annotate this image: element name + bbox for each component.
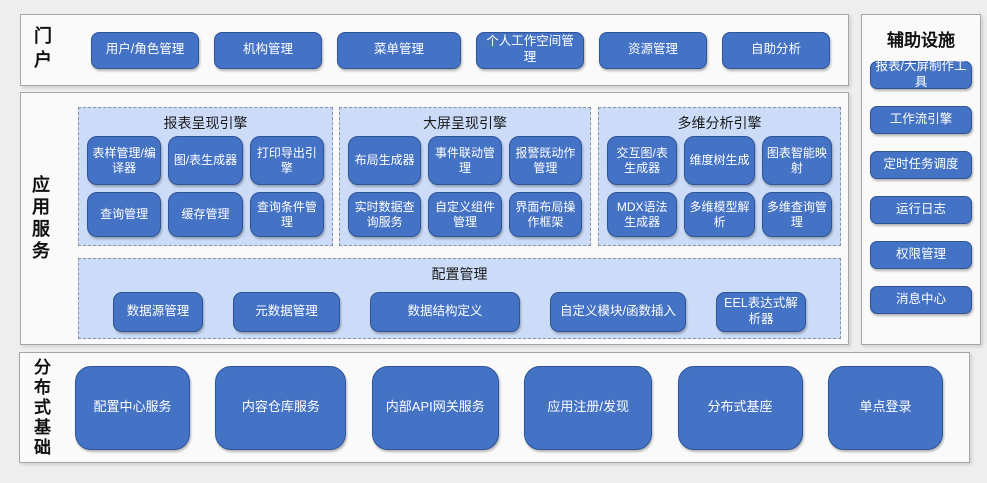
bigscreen-engine-title: 大屏呈现引擎: [423, 115, 507, 131]
portal-module-button[interactable]: 用户/角色管理: [91, 31, 199, 69]
engine-module-button[interactable]: 图表智能映射: [761, 136, 832, 185]
engine-module-button[interactable]: 界面布局操作框架: [508, 192, 582, 237]
portal-module-button[interactable]: 菜单管理: [337, 31, 461, 69]
config-management-panel: 配置管理 数据源管理元数据管理数据结构定义自定义模块/函数插入 EEL表达式解析器: [78, 258, 841, 339]
app-services-section: 应用服务 报表呈现引擎 表样管理/编译器图/表生成器打印导出引擎查询管理缓存管理…: [20, 92, 849, 345]
portal-module-button[interactable]: 机构管理: [214, 31, 322, 69]
engine-module-button[interactable]: 报警既动作管理: [508, 136, 582, 185]
portal-section-label: 门户: [32, 26, 52, 74]
report-engine-panel: 报表呈现引擎 表样管理/编译器图/表生成器打印导出引擎查询管理缓存管理查询条件管…: [78, 107, 333, 246]
report-engine-title: 报表呈现引擎: [163, 115, 248, 131]
app-services-section-label: 应用服务: [30, 174, 50, 263]
config-module-button[interactable]: 自定义模块/函数插入: [550, 292, 686, 332]
bigscreen-engine-panel: 大屏呈现引擎 布局生成器事件联动管理报警既动作管理实时数据查询服务自定义组件管理…: [339, 107, 591, 246]
foundation-module-button[interactable]: 分布式基座: [677, 365, 803, 450]
engine-module-button[interactable]: 表样管理/编译器: [87, 136, 162, 185]
portal-button-row: 用户/角色管理机构管理菜单管理个人工作空间管理资源管理自助分析: [91, 31, 830, 69]
config-management-title: 配置管理: [431, 266, 488, 282]
config-module-button[interactable]: 数据源管理: [113, 292, 203, 332]
aux-module-button[interactable]: 运行日志: [870, 196, 972, 224]
engine-module-button[interactable]: 缓存管理: [168, 192, 243, 237]
foundation-module-button[interactable]: 内部API网关服务: [371, 365, 499, 450]
bigscreen-engine-buttons: 布局生成器事件联动管理报警既动作管理实时数据查询服务自定义组件管理界面布局操作框…: [340, 135, 590, 238]
foundation-module-button[interactable]: 内容仓库服务: [215, 365, 347, 450]
portal-module-button[interactable]: 个人工作空间管理: [476, 31, 584, 69]
config-module-button[interactable]: EEL表达式解析器: [716, 292, 806, 332]
report-engine-buttons: 表样管理/编译器图/表生成器打印导出引擎查询管理缓存管理查询条件管理: [79, 135, 332, 238]
aux-module-button[interactable]: 报表/大屏制作工具: [870, 59, 972, 89]
engine-module-button[interactable]: 事件联动管理: [428, 136, 502, 185]
engine-module-button[interactable]: 交互图/表生成器: [607, 136, 678, 185]
config-module-button[interactable]: 数据结构定义: [370, 292, 520, 332]
multidim-engine-title: 多维分析引擎: [677, 115, 762, 131]
engine-module-button[interactable]: 布局生成器: [348, 136, 422, 185]
config-button-row: 数据源管理元数据管理数据结构定义自定义模块/函数插入 EEL表达式解析器: [79, 292, 840, 332]
distributed-foundation-section: 分布式基础 配置中心服务内容仓库服务内部API网关服务应用注册/发现分布式基座单…: [19, 352, 970, 463]
multidim-engine-buttons: 交互图/表生成器维度树生成图表智能映射 MDX语法生成器多维模型解析多维查询管理: [599, 135, 840, 238]
engine-module-button[interactable]: 维度树生成: [684, 136, 755, 185]
foundation-module-button[interactable]: 配置中心服务: [75, 365, 190, 450]
portal-section: 门户 用户/角色管理机构管理菜单管理个人工作空间管理资源管理自助分析: [20, 14, 849, 86]
engine-module-button[interactable]: 多维模型解析: [684, 192, 755, 237]
engine-module-button[interactable]: 实时数据查询服务: [348, 192, 422, 237]
foundation-module-button[interactable]: 应用注册/发现: [524, 365, 653, 450]
foundation-module-button[interactable]: 单点登录: [827, 365, 943, 450]
aux-module-button[interactable]: 定时任务调度: [870, 151, 972, 179]
aux-module-button[interactable]: 消息中心: [870, 286, 972, 314]
distributed-foundation-label: 分布式基础: [31, 357, 50, 458]
aux-module-button[interactable]: 权限管理: [870, 241, 972, 269]
engine-module-button[interactable]: 图/表生成器: [168, 136, 243, 185]
engine-module-button[interactable]: 多维查询管理: [761, 192, 832, 237]
portal-module-button[interactable]: 资源管理: [599, 31, 707, 69]
foundation-button-row: 配置中心服务内容仓库服务内部API网关服务应用注册/发现分布式基座单点登录: [75, 365, 943, 450]
engine-module-button[interactable]: 查询条件管理: [249, 192, 324, 237]
multidim-engine-panel: 多维分析引擎 交互图/表生成器维度树生成图表智能映射 MDX语法生成器多维模型解析…: [598, 107, 841, 246]
aux-button-column: 报表/大屏制作工具工作流引擎定时任务调度运行日志权限管理消息中心: [870, 59, 972, 314]
aux-module-button[interactable]: 工作流引擎: [870, 106, 972, 134]
engine-module-button[interactable]: 打印导出引擎: [249, 136, 324, 185]
portal-module-button[interactable]: 自助分析: [722, 31, 830, 69]
engine-module-button[interactable]: MDX语法生成器: [607, 192, 678, 237]
aux-facilities-title: 辅助设施: [887, 30, 955, 50]
config-module-button[interactable]: 元数据管理: [233, 292, 340, 332]
aux-facilities-section: 辅助设施 报表/大屏制作工具工作流引擎定时任务调度运行日志权限管理消息中心: [861, 14, 981, 345]
engine-module-button[interactable]: 查询管理: [87, 192, 162, 237]
engine-module-button[interactable]: 自定义组件管理: [428, 192, 502, 237]
